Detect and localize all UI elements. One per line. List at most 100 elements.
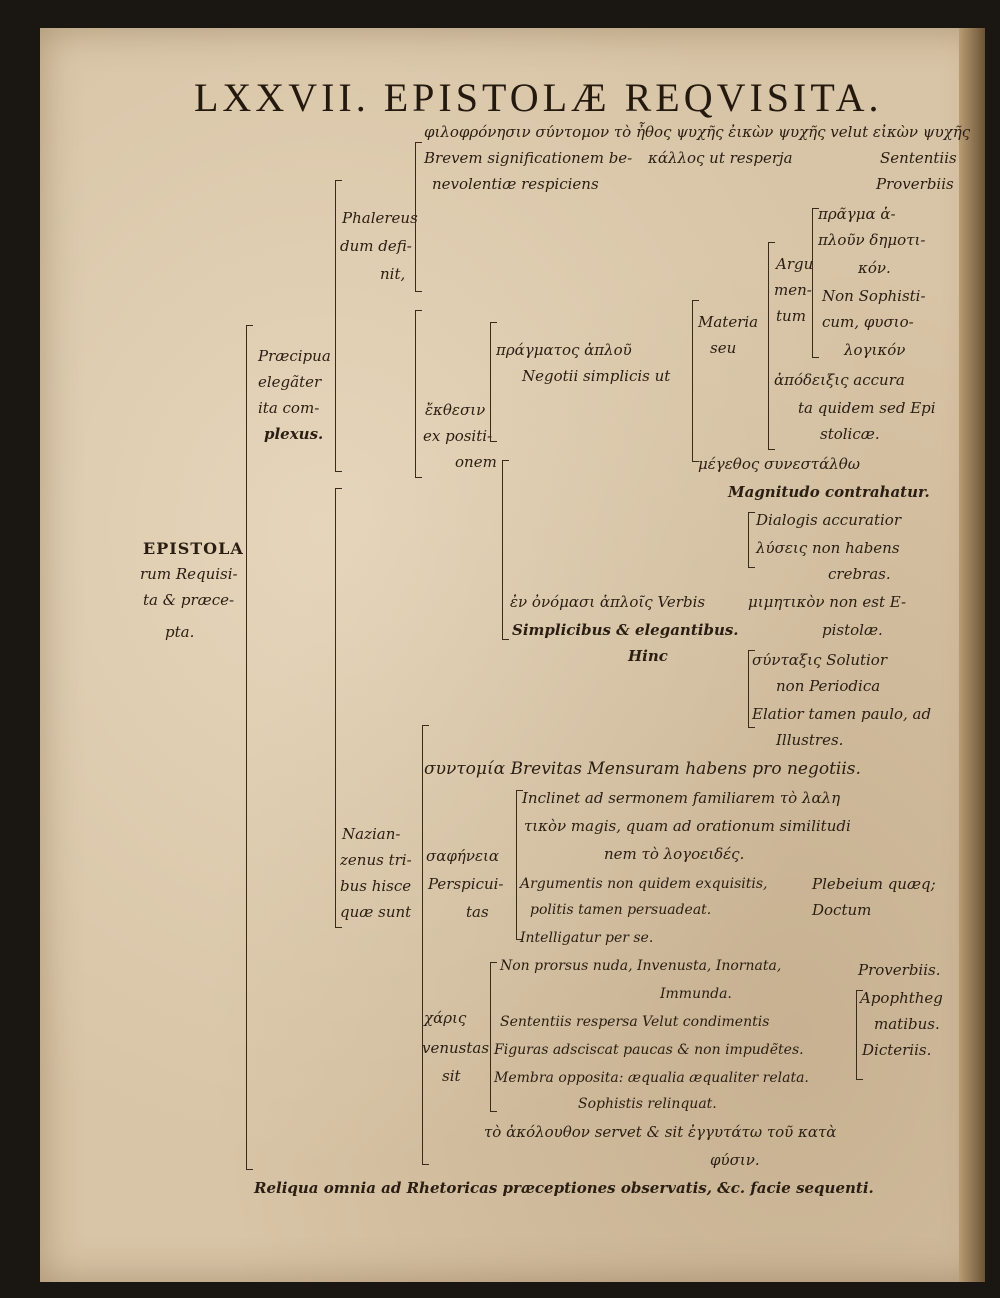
pregma-line-4: Non Sophisti-	[822, 287, 926, 305]
praecipua-line-1: Præcipua	[258, 347, 331, 365]
pragmatos-line-1: πράγματος ἁπλοῦ	[496, 341, 632, 359]
top-line-3b: Proverbiis	[876, 175, 954, 193]
inclinet-line-1: Inclinet ad sermonem familiarem τὸ λαλη	[522, 789, 841, 807]
argumentum-line-2: men-	[774, 281, 812, 299]
dialogis-line-1: Dialogis accuratior	[756, 511, 902, 529]
top-line-2b: κάλλος ut resperja	[648, 149, 793, 167]
dialogis-line-3: crebras.	[828, 565, 891, 583]
nazianzenus-line-2: zenus tri-	[340, 851, 412, 869]
onomata-brace	[501, 460, 509, 640]
phalereus-line-2: dum defi-	[340, 237, 412, 255]
sapheneia-line-3: tas	[466, 903, 489, 921]
materia-brace	[691, 300, 699, 462]
mimetikon-line-1: μιμητικὸν non est E-	[748, 593, 907, 611]
argumentis-line-1: Argumentis non quidem exquisitis,	[520, 876, 768, 892]
materia-line-2: seu	[710, 339, 737, 357]
root-line-3: ta & præce-	[143, 591, 235, 609]
phalereus-brace	[414, 142, 422, 292]
proverbiis-brace	[855, 990, 863, 1080]
megethos-line-2: Magnitudo contrahatur.	[728, 483, 930, 501]
sapheneia-line-2: Perspicui-	[428, 875, 504, 893]
nazianzenus-line-4: quæ sunt	[340, 903, 412, 921]
syntaxis-line-4: Illustres.	[776, 731, 844, 749]
syntaxis-brace	[747, 650, 755, 728]
footer-line: Reliqua omnia ad Rhetoricas præceptiones…	[254, 1179, 874, 1197]
sententiis-line: Sententiis respersa Velut condimentis	[500, 1014, 770, 1030]
apodeixis-line-1: ἀπόδειξις accura	[774, 371, 905, 389]
argumentum-line-1: Argu	[776, 255, 814, 273]
megethos-line-1: μέγεθος συνεστάλθω	[698, 455, 861, 473]
root-line-2: rum Requisi-	[140, 565, 238, 583]
pragmatos-brace	[489, 322, 497, 442]
top-line-3: nevolentiæ respiciens	[432, 175, 599, 193]
pragmatos-line-2: Negotii simplicis ut	[522, 367, 671, 385]
pregma-line-2: πλοῦν δημοτι-	[818, 231, 926, 249]
materia-line-1: Materia	[698, 313, 759, 331]
charis-line-3: sit	[442, 1067, 461, 1085]
onomata-line-3: Hinc	[628, 647, 668, 665]
membra-line: Membra opposita: æqualia æqualiter relat…	[494, 1070, 809, 1086]
ekthesin-line-3: onem	[455, 453, 497, 471]
proverbiis-line-1: Proverbiis.	[858, 961, 941, 979]
akolouthon-line-1: τὸ ἀκόλουθον servet & sit ἐγγυτάτω τοῦ κ…	[484, 1123, 837, 1141]
nazianzenus-outer-brace	[334, 488, 342, 928]
argumentis-line-1b: Plebeium quæq;	[812, 875, 936, 893]
onomata-line-2: Simplicibus & elegantibus.	[512, 621, 739, 639]
pregma-line-1: πρᾶγμα ἁ-	[818, 205, 896, 223]
inclinet-line-2: τικὸν magis, quam ad orationum similitud…	[524, 817, 851, 835]
akolouthon-line-2: φύσιν.	[710, 1151, 760, 1169]
pregma-line-6: λογικόν	[844, 341, 906, 359]
apodeixis-line-2: ta quidem sed Epi	[798, 399, 936, 417]
top-line-2a: Brevem significationem be-	[424, 149, 633, 167]
argumentum-brace	[767, 242, 775, 450]
pregma-line-5: cum, φυσιο-	[822, 313, 914, 331]
proverbiis-line-2: Apophtheg	[860, 989, 943, 1007]
page-spine-shadow	[959, 28, 985, 1282]
ekthesin-line-1: ἔκθεσιν	[425, 401, 486, 419]
top-line-1: φιλοφρόνησιν σύντομον τὸ ἦθος ψυχῆς ἐικὼ…	[424, 123, 971, 141]
praecipua-line-3: ita com-	[258, 399, 320, 417]
syntomia-line: συντομία Brevitas Mensuram habens pro ne…	[424, 759, 861, 779]
nonprorsus-line-1: Non prorsus nuda, Invenusta, Inornata,	[500, 958, 782, 974]
praecipua-line-2: elegãter	[258, 373, 322, 391]
nazianzenus-line-1: Nazian-	[342, 825, 401, 843]
phalereus-line-1: Phalereus	[342, 209, 418, 227]
onomata-line-1: ἐν ὀνόμασι ἁπλοῖς Verbis	[510, 593, 706, 611]
ekthesin-brace	[414, 310, 422, 478]
proverbiis-line-3: matibus.	[874, 1015, 940, 1033]
proverbiis-line-4: Dicteriis.	[862, 1041, 932, 1059]
root-line-4: pta.	[165, 623, 195, 641]
intelligatur-line: Intelligatur per se.	[520, 930, 654, 946]
inclinet-line-3: nem τὸ λογοειδές.	[604, 845, 745, 863]
charis-line-2: venustas	[422, 1039, 490, 1057]
nazianzenus-brace	[421, 725, 429, 1165]
root-line-1: EPISTOLA	[143, 539, 244, 558]
apodeixis-line-3: stolicæ.	[820, 425, 880, 443]
page-title: LXXVII. EPISTOLÆ REQVISITA.	[194, 75, 883, 120]
charis-brace	[489, 962, 497, 1112]
dialogis-brace	[747, 512, 755, 568]
praecipua-brace	[334, 180, 342, 472]
argumentis-line-2: politis tamen persuadeat.	[530, 902, 712, 918]
nazianzenus-line-3: bus hisce	[340, 877, 412, 895]
argumentis-line-2b: Doctum	[812, 901, 872, 919]
syntaxis-line-1: σύνταξις Solutior	[752, 651, 888, 669]
praecipua-line-4: plexus.	[264, 425, 324, 443]
argumentum-line-3: tum	[776, 307, 806, 325]
top-line-2c: Sententiis	[880, 149, 957, 167]
syntaxis-line-2: non Periodica	[776, 677, 881, 695]
charis-line-1: χάρις	[424, 1009, 467, 1027]
book-page	[40, 28, 985, 1282]
sapheneia-brace	[515, 790, 523, 940]
root-brace	[245, 325, 253, 1170]
figuras-line: Figuras adsciscat paucas & non impudẽtes…	[494, 1042, 804, 1058]
pregma-brace	[811, 208, 819, 358]
pregma-line-3: κόν.	[858, 259, 891, 277]
sapheneia-line-1: σαφήνεια	[426, 847, 500, 865]
mimetikon-line-2: pistolæ.	[822, 621, 883, 639]
phalereus-line-3: nit,	[380, 265, 406, 283]
syntaxis-line-3: Elatior tamen paulo, ad	[752, 705, 932, 723]
sophistis-line: Sophistis relinquat.	[578, 1096, 717, 1112]
nonprorsus-line-2: Immunda.	[660, 986, 732, 1002]
dialogis-line-2: λύσεις non habens	[756, 539, 900, 557]
